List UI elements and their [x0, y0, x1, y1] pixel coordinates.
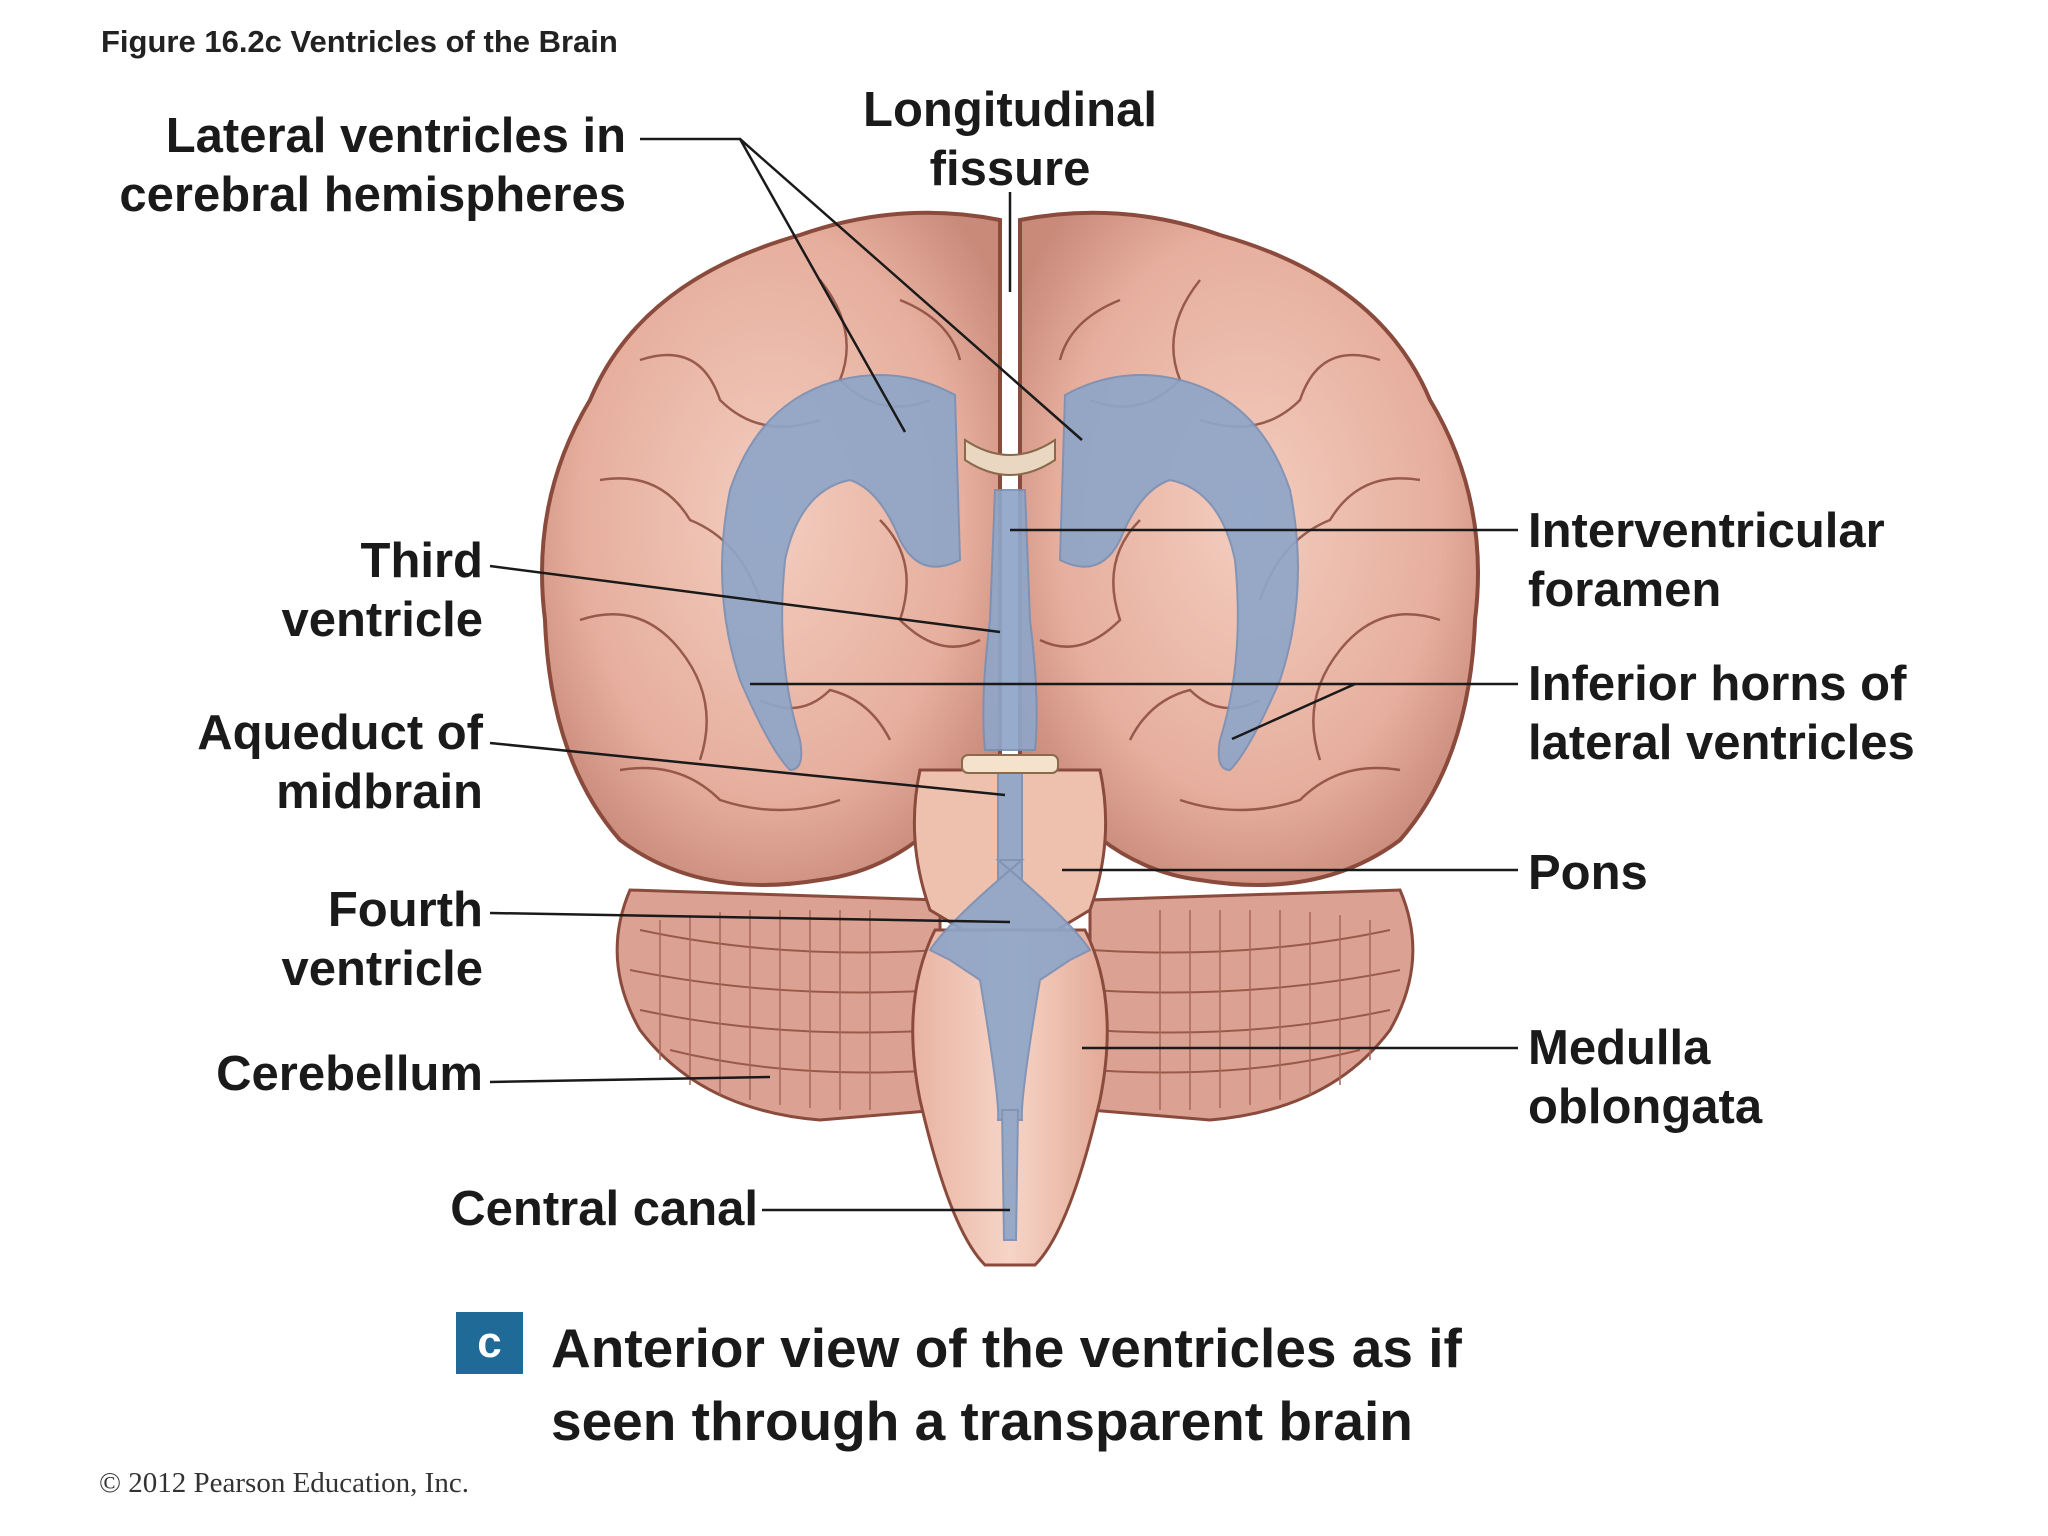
panel-letter-badge: c	[456, 1312, 523, 1374]
label-line: Cerebellum	[216, 1047, 483, 1101]
label-line: Longitudinal	[863, 83, 1157, 137]
label-aqueduct-of-midbrain: Aqueduct of midbrain	[197, 704, 483, 822]
label-line: Medulla	[1528, 1021, 1711, 1075]
label-lateral-ventricles: Lateral ventricles in cerebral hemispher…	[119, 107, 626, 225]
label-line: Central canal	[450, 1182, 758, 1236]
leader-fourth-ventricle	[489, 911, 1011, 924]
caption-line: Anterior view of the ventricles as if	[551, 1317, 1462, 1379]
leader-lateral-ventricles-2	[739, 138, 1083, 441]
label-line: Third	[360, 534, 483, 588]
cerebellum-shape	[615, 888, 1415, 1122]
label-line: Inferior horns of	[1528, 657, 1907, 711]
label-pons: Pons	[1528, 844, 1648, 903]
figure-caption: Anterior view of the ventricles as if se…	[551, 1312, 1462, 1458]
label-line: ventricle	[281, 942, 483, 996]
label-line: midbrain	[276, 765, 483, 819]
figure-title: Figure 16.2c Ventricles of the Brain	[101, 24, 618, 59]
label-medulla-oblongata: Medulla oblongata	[1528, 1019, 1762, 1137]
label-line: Pons	[1528, 846, 1648, 900]
interventricular-foramen-shape	[964, 438, 1056, 476]
copyright-notice: © 2012 Pearson Education, Inc.	[99, 1467, 469, 1499]
label-central-canal: Central canal	[450, 1180, 758, 1239]
leader-cerebellum	[489, 1075, 771, 1084]
caption-line: seen through a transparent brain	[551, 1390, 1413, 1452]
label-line: oblongata	[1528, 1080, 1763, 1134]
leader-inferior-horns-2	[1231, 682, 1356, 741]
label-inferior-horns: Inferior horns of lateral ventricles	[1528, 655, 1915, 773]
label-line: foramen	[1528, 563, 1722, 617]
label-fourth-ventricle: Fourth ventricle	[281, 881, 483, 999]
label-line: Aqueduct of	[197, 706, 483, 760]
label-longitudinal-fissure: Longitudinal fissure	[850, 81, 1170, 199]
leader-third-ventricle	[489, 564, 1001, 634]
label-line: cerebral hemispheres	[119, 168, 626, 222]
leader-aqueduct	[489, 741, 1006, 797]
label-interventricular-foramen: Interventricular foramen	[1528, 502, 1885, 620]
label-third-ventricle: Third ventricle	[281, 532, 483, 650]
leader-lines	[489, 137, 1518, 1212]
label-line: Interventricular	[1528, 504, 1885, 558]
label-line: fissure	[929, 142, 1091, 196]
label-cerebellum: Cerebellum	[216, 1045, 483, 1104]
label-line: Lateral ventricles in	[165, 109, 626, 163]
label-line: Fourth	[327, 883, 483, 937]
midbrain-cap-shape	[961, 754, 1059, 774]
label-line: lateral ventricles	[1528, 716, 1915, 770]
label-line: ventricle	[281, 593, 483, 647]
